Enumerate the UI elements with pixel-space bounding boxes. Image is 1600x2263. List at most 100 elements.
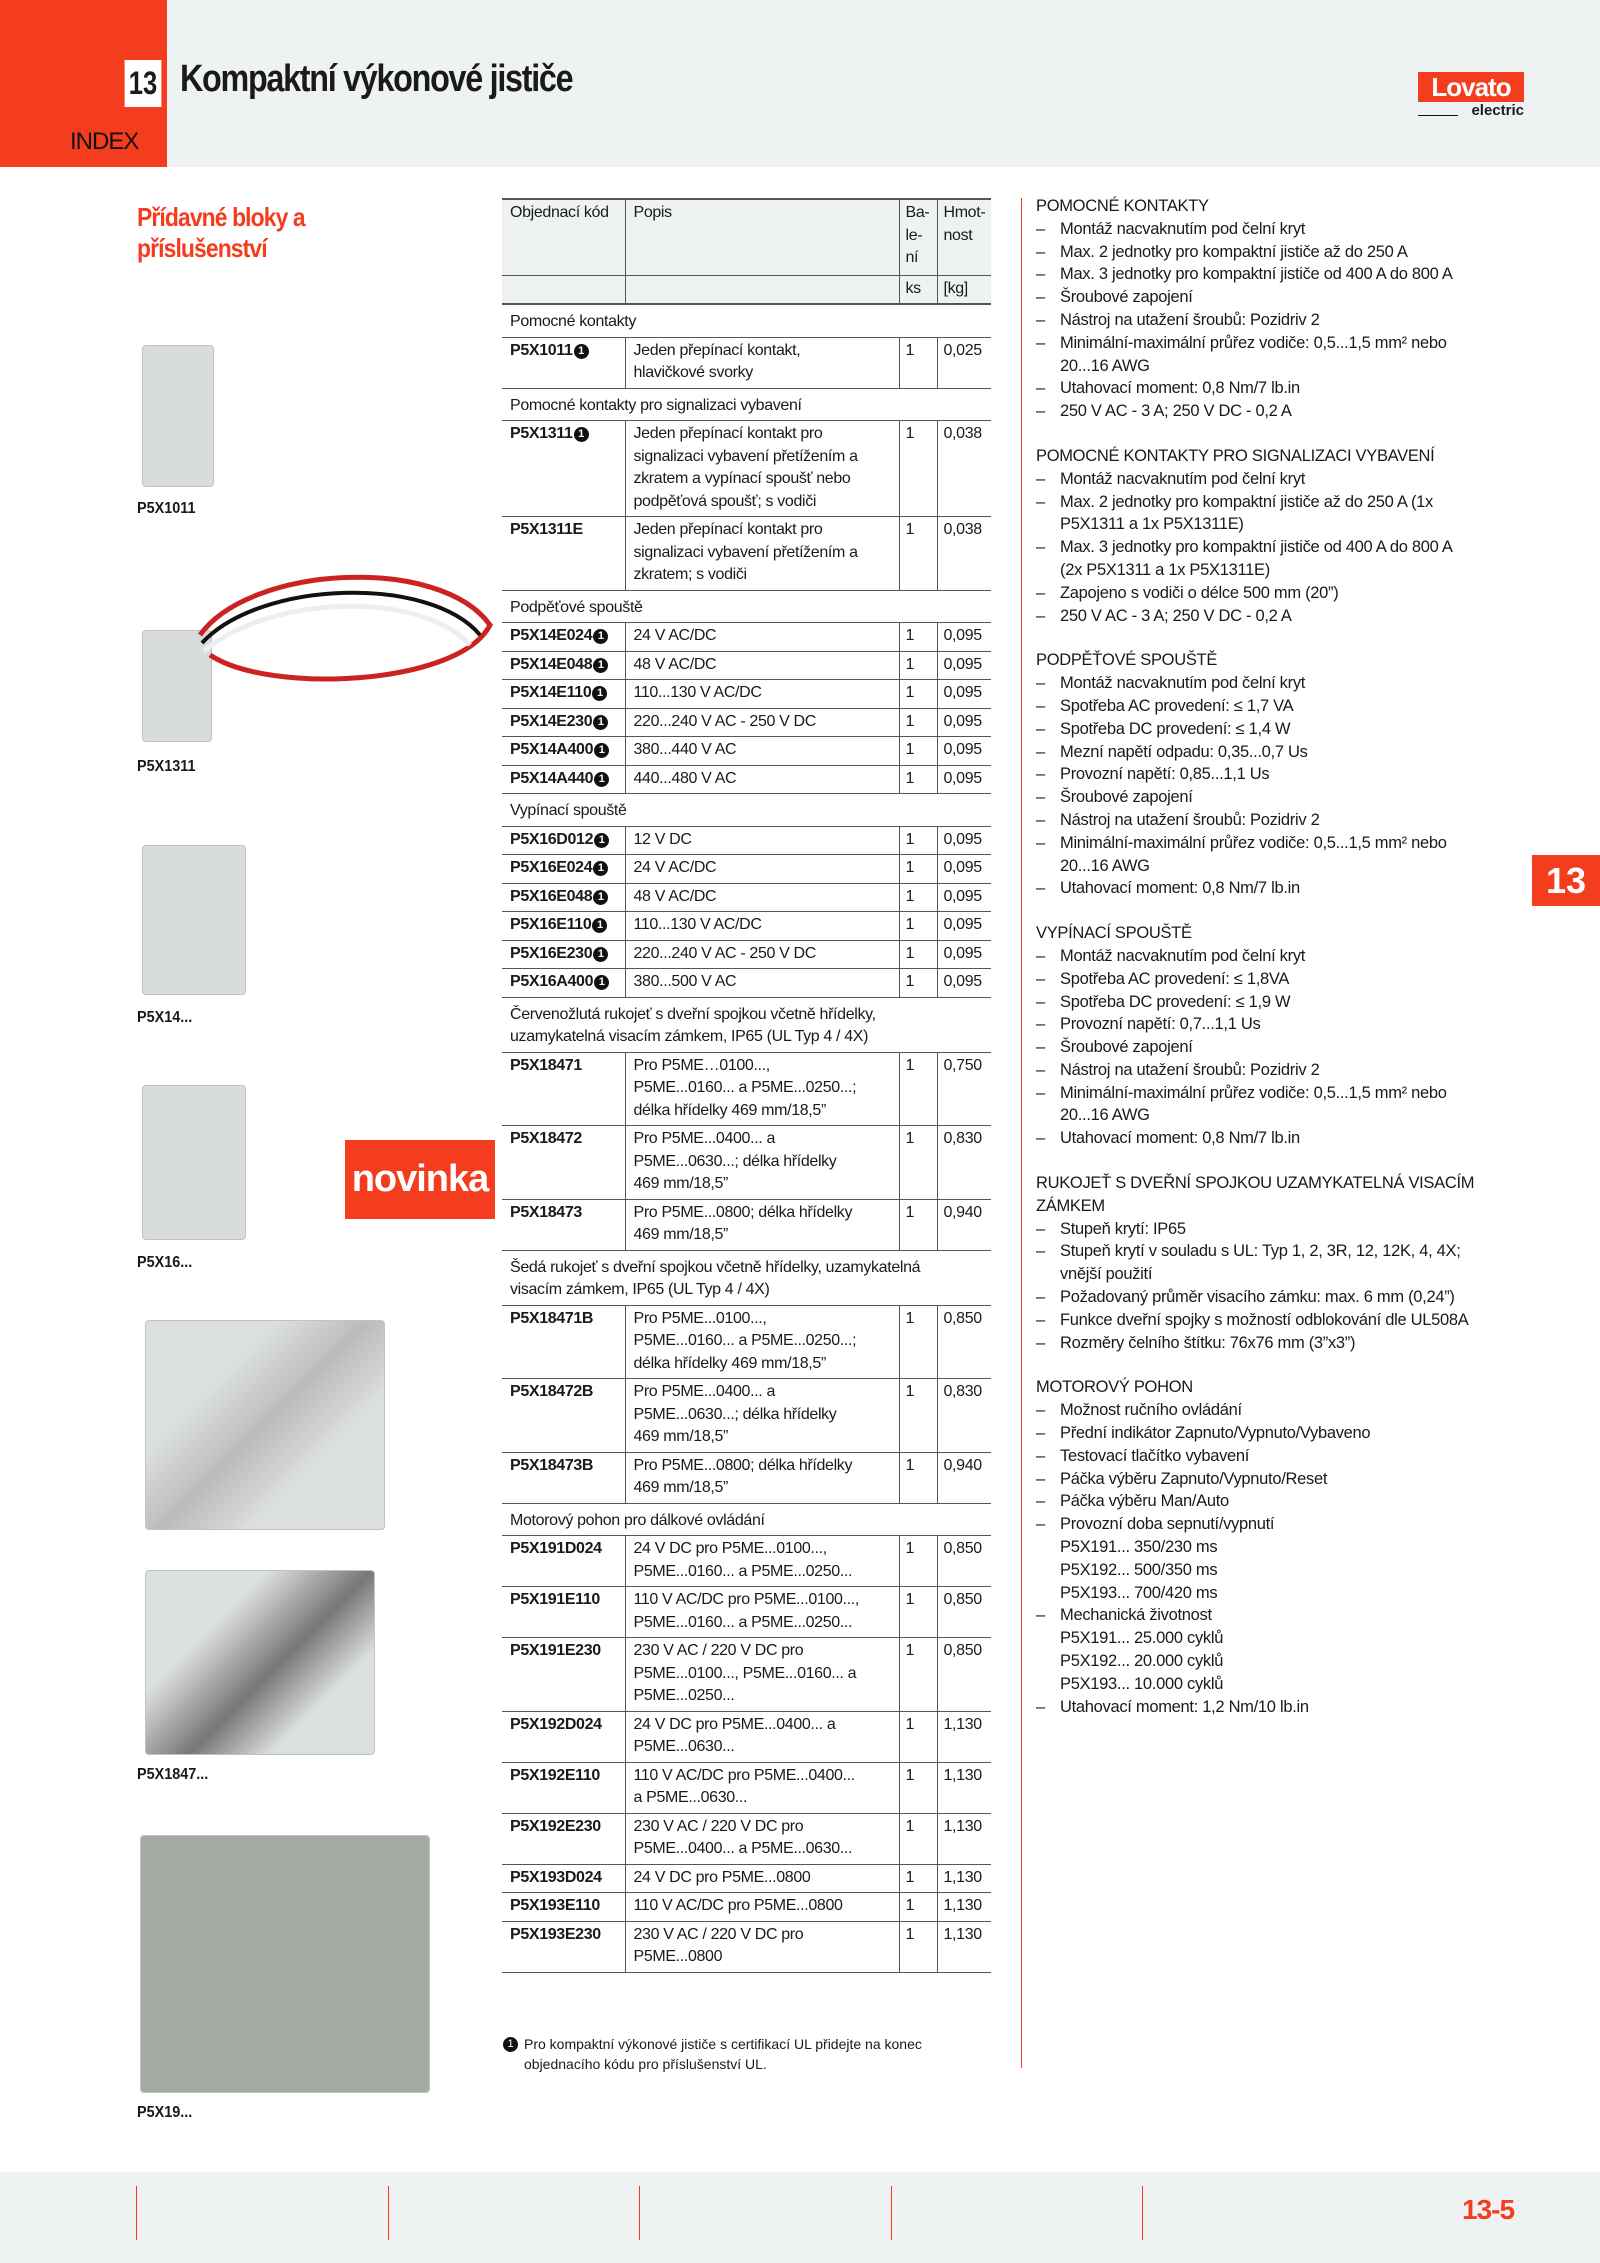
note-marker-icon: 1 (503, 2037, 518, 2052)
footer-divider (388, 2186, 389, 2240)
group-title: Pomocné kontakty (502, 304, 991, 338)
spec-item: Minimální-maximální průřez vodiče: 0,5..… (1036, 1082, 1556, 1128)
description: 110 V AC/DC pro P5ME...0400... a P5ME...… (625, 1762, 900, 1814)
weight: 1,130 (937, 1813, 991, 1865)
spec-item: Páčka výběru Man/Auto (1036, 1490, 1556, 1513)
weight: 1,130 (937, 1921, 991, 1973)
col-header-desc: Popis (625, 199, 900, 276)
weight: 0,095 (937, 679, 991, 709)
table-group-row: Pomocné kontakty pro signalizaci vybaven… (502, 388, 991, 421)
weight: 1,130 (937, 1711, 991, 1763)
unit-pack: ks (899, 275, 938, 305)
pack-qty: 1 (899, 708, 938, 737)
pack-qty: 1 (899, 420, 938, 517)
note-marker-icon: 1 (594, 832, 610, 848)
description: 110 V AC/DC pro P5ME...0100..., P5ME...0… (625, 1586, 900, 1638)
spec-item: Požadovaný průměr visacího zámku: max. 6… (1036, 1286, 1556, 1309)
weight: 0,095 (937, 736, 991, 766)
description: Pro P5ME...0400... a P5ME...0630...; dél… (625, 1125, 900, 1200)
footer-divider (1142, 2186, 1143, 2240)
weight: 0,095 (937, 651, 991, 680)
spec-item: Provozní napětí: 0,7...1,1 Us (1036, 1013, 1556, 1036)
spec-item: Provozní napětí: 0,85...1,1 Us (1036, 763, 1556, 786)
spec-heading: VYPÍNACÍ SPOUŠTĚ (1036, 924, 1192, 943)
chapter-side-tab[interactable]: 13 (1532, 855, 1600, 906)
spec-item: Nástroj na utažení šroubů: Pozidriv 2 (1036, 1059, 1556, 1082)
table-group-row: Motorový pohon pro dálkové ovládání (502, 1503, 991, 1536)
index-link[interactable]: INDEX (70, 128, 139, 155)
order-code-text: P5X18471B (510, 1309, 594, 1327)
order-code-text: P5X16E110 (510, 916, 592, 933)
spec-item: Spotřeba AC provedení: ≤ 1,7 VA (1036, 695, 1556, 718)
col-header-pack: Ba- le- ní (899, 199, 938, 276)
chapter-number: 13 (124, 60, 162, 107)
spec-item: Stupeň krytí v souladu s UL: Typ 1, 2, 3… (1036, 1240, 1556, 1286)
order-code: P5X18472B (502, 1378, 626, 1453)
lovato-logo: Lovato electric (1418, 72, 1524, 119)
note-marker-icon: 1 (592, 918, 608, 933)
note-marker-icon: 1 (573, 427, 589, 442)
wires-image (197, 574, 493, 682)
spec-item: Montáž nacvaknutím pod čelní kryt (1036, 468, 1556, 491)
pack-qty: 1 (899, 1378, 938, 1453)
spec-item: Max. 3 jednotky pro kompaktní jističe od… (1036, 263, 1556, 286)
weight: 0,038 (937, 420, 991, 517)
weight: 0,830 (937, 1125, 991, 1200)
description: 220...240 V AC - 250 V DC (625, 708, 900, 737)
order-code-text: P5X14A440 (510, 769, 594, 787)
weight: 0,095 (937, 883, 991, 912)
product-image-p5x14 (142, 845, 246, 995)
note-marker-icon: 1 (593, 657, 609, 673)
pack-qty: 1 (899, 516, 938, 591)
group-title: Pomocné kontakty pro signalizaci vybaven… (502, 388, 991, 421)
description: Jeden přepínací kontakt pro signalizaci … (625, 420, 900, 517)
pack-qty: 1 (899, 1452, 938, 1504)
footnote-text: Pro kompaktní výkonové jističe s certifi… (524, 2036, 922, 2072)
table-row: P5X18471 Pro P5ME…0100..., P5ME...0160...… (502, 1052, 991, 1126)
pack-qty: 1 (899, 911, 938, 941)
product-image-p5x1011 (142, 345, 214, 487)
order-code-text: P5X18473 (510, 1203, 582, 1221)
table-group-row: Šedá rukojeť s dveřní spojkou včetně hří… (502, 1250, 991, 1306)
weight: 0,095 (937, 622, 991, 652)
spec-item: Utahovací moment: 0,8 Nm/7 lb.in (1036, 1127, 1556, 1150)
group-title: Podpěťové spouště (502, 590, 991, 623)
weight: 0,850 (937, 1535, 991, 1587)
pack-qty: 1 (899, 736, 938, 766)
description: Pro P5ME…0100..., P5ME...0160... a P5ME.… (625, 1052, 900, 1126)
description: Jeden přepínací kontakt pro signalizaci … (625, 516, 900, 591)
description: 380...440 V AC (625, 736, 900, 766)
spec-item: Spotřeba AC provedení: ≤ 1,8VA (1036, 968, 1556, 991)
weight: 0,095 (937, 940, 991, 969)
description: 24 V DC pro P5ME...0100..., P5ME...0160.… (625, 1535, 900, 1587)
order-code-text: P5X18471 (510, 1056, 582, 1074)
order-code-text: P5X191E230 (510, 1642, 601, 1659)
order-code-text: P5X193E230 (510, 1925, 601, 1943)
logo-sub: electric (1418, 102, 1524, 119)
weight: 0,830 (937, 1378, 991, 1453)
order-code-text: P5X1011 (510, 341, 573, 359)
order-code: P5X191E230 (502, 1637, 626, 1712)
product-label: P5X16... (137, 1254, 193, 1271)
table-group-row: Vypínací spouště (502, 793, 991, 827)
product-label: P5X1847... (137, 1766, 209, 1783)
order-code-text: P5X192E230 (510, 1817, 601, 1835)
weight: 0,850 (937, 1637, 991, 1712)
weight: 0,095 (937, 968, 991, 998)
